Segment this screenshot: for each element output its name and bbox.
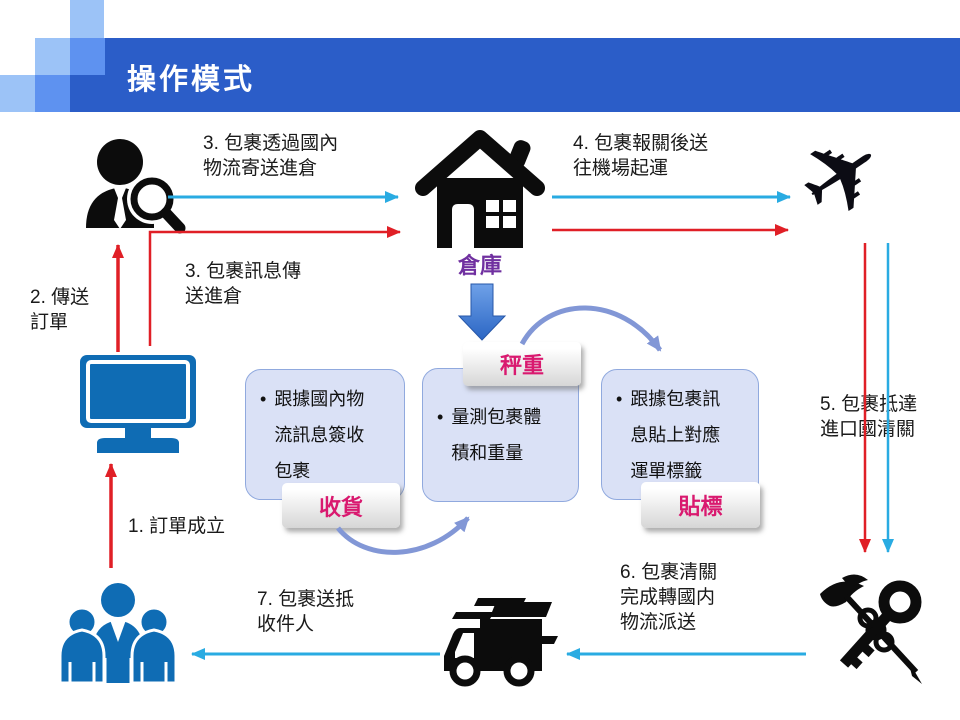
airplane-icon: ✈	[774, 104, 910, 249]
text-line: 息貼上對應	[630, 424, 721, 445]
text-line: 2. 傳送	[30, 287, 90, 308]
bullet: •	[437, 407, 444, 427]
text-line: 5. 包裹抵達	[820, 394, 918, 415]
process-text: 跟據國內物 流訊息簽收 包裹	[274, 381, 364, 489]
text-line: 量測包裹體	[451, 407, 542, 427]
stage-tag-tag: 貼標	[641, 482, 760, 528]
process-box-weigh: • 量測包裹體 積和重量	[422, 368, 579, 502]
step-1-label: 1. 訂單成立	[128, 514, 225, 539]
text-line: 訂單	[30, 312, 69, 333]
text-line: 運單標籤	[630, 460, 703, 481]
warehouse-house-icon	[415, 130, 545, 248]
step-2-label: 2. 傳送 訂單	[30, 285, 89, 335]
warehouse-down-arrow	[457, 283, 507, 341]
step-7-label: 7. 包裹送抵 收件人	[257, 587, 354, 637]
process-box-tag: • 跟據包裹訊 息貼上對應 運單標籤	[601, 369, 759, 500]
text-line: 包裹	[274, 460, 311, 481]
bullet: •	[616, 388, 623, 409]
text-line: 完成轉國内	[620, 587, 716, 608]
text-line: 收件人	[257, 614, 315, 635]
step-3b-label: 3. 包裹訊息傳 送進倉	[185, 259, 301, 309]
people-group-icon	[58, 583, 178, 684]
stage-tag-receive: 收貨	[282, 483, 400, 528]
text-line: 往機場起運	[573, 158, 669, 179]
text-line: 積和重量	[451, 443, 524, 463]
text-line: 跟據國內物	[274, 388, 365, 409]
decor-square	[35, 75, 70, 112]
computer-monitor-icon	[80, 355, 196, 453]
step-5-label: 5. 包裹抵達 進口國清關	[820, 392, 917, 442]
step-3a-label: 3. 包裹透過國內 物流寄送進倉	[203, 131, 338, 181]
text-line: 3. 包裹透過國內	[203, 133, 339, 154]
process-text: 跟據包裹訊 息貼上對應 運單標籤	[630, 381, 720, 489]
text-line: 6. 包裹清關	[620, 562, 718, 583]
tag-text: 貼標	[678, 494, 723, 519]
decor-square	[70, 0, 104, 38]
tag-text: 收貨	[318, 494, 363, 520]
text-line: 物流寄送進倉	[203, 158, 318, 179]
text-line: 流訊息簽收	[274, 424, 365, 445]
bullet: •	[260, 388, 267, 409]
text-line: 進口國清關	[820, 419, 916, 440]
process-box-receive: • 跟據國內物 流訊息簽收 包裹	[245, 369, 405, 500]
page-title: 操作模式	[127, 64, 256, 96]
step-4-label: 4. 包裹報關後送 往機場起運	[573, 131, 708, 181]
stage-tag-weigh: 秤重	[463, 342, 581, 386]
text-line: 1. 訂單成立	[128, 516, 226, 537]
text-line: 7. 包裹送抵	[257, 589, 355, 610]
text-line: 4. 包裹報關後送	[573, 133, 709, 154]
decor-square	[0, 75, 35, 112]
process-text: 量測包裹體 積和重量	[451, 399, 541, 471]
text-line: 物流派送	[620, 612, 697, 633]
title-banner	[70, 38, 960, 112]
customs-caduceus-key-icon	[820, 574, 922, 684]
delivery-truck-icon	[444, 598, 558, 687]
buyer-with-magnifier-icon	[86, 139, 186, 234]
bullet-row: • 量測包裹體 積和重量	[437, 399, 541, 471]
text-line: 3. 包裹訊息傳	[185, 261, 302, 282]
text-line: 送進倉	[185, 286, 243, 307]
step-6-label: 6. 包裹清關 完成轉國内 物流派送	[620, 560, 717, 635]
warehouse-label: 倉庫	[457, 253, 502, 278]
tag-text: 秤重	[499, 353, 544, 378]
bullet-row: • 跟據國內物 流訊息簽收 包裹	[260, 381, 364, 489]
bullet-row: • 跟據包裹訊 息貼上對應 運單標籤	[616, 381, 720, 489]
decor-square	[70, 38, 105, 75]
text-line: 跟據包裹訊	[630, 388, 721, 409]
decor-square	[35, 38, 70, 75]
